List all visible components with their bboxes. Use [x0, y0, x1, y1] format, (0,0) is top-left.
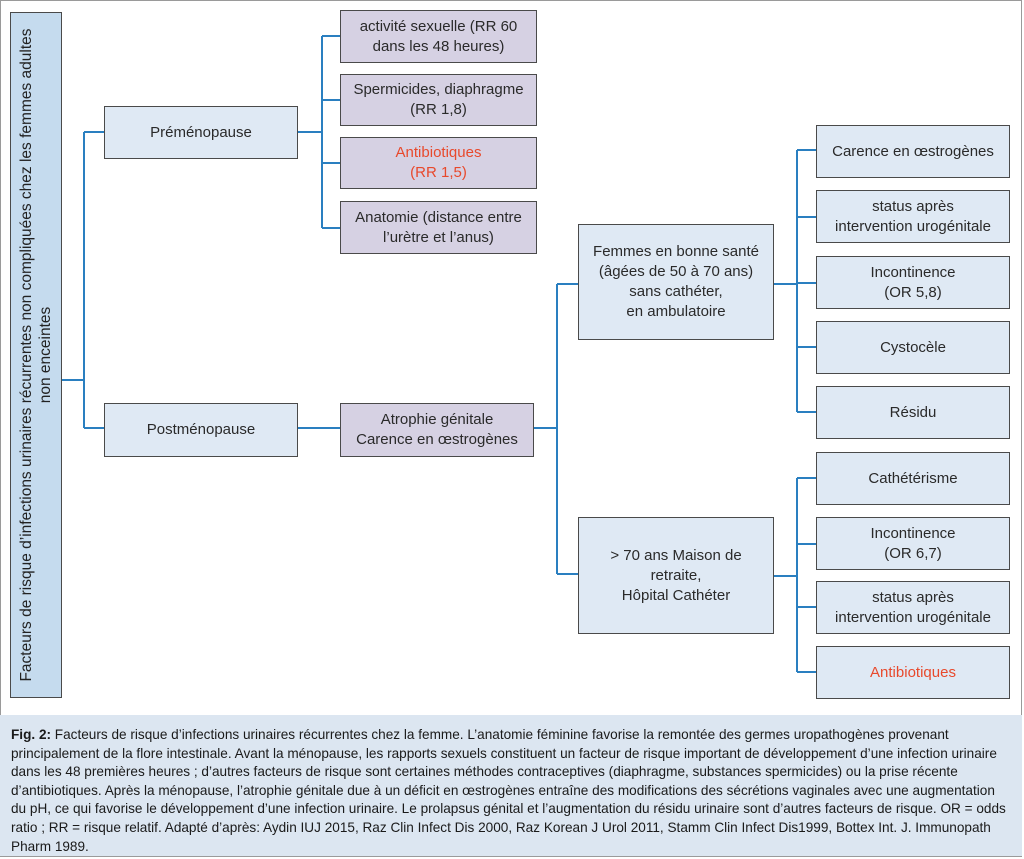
elderly-factor-label: Antibiotiques	[870, 663, 956, 681]
group-elderly-label: > 70 ans Maison de retraite, Hôpital Cat…	[610, 546, 742, 604]
elderly-factor-label: Incontinence (OR 6,7)	[870, 524, 956, 562]
premenopause-factor-label: Spermicides, diaphragme (RR 1,8)	[353, 81, 524, 118]
healthy-factor-residue: Résidu	[816, 386, 1010, 439]
healthy-factor-incontinence: Incontinence (OR 5,8)	[816, 256, 1010, 309]
premenopause-factor-anatomy: Anatomie (distance entre l’urètre et l’a…	[340, 201, 537, 254]
caption-background	[0, 715, 1022, 856]
connector-root	[62, 131, 104, 429]
elderly-factor-surgery: status après intervention urogénitale	[816, 581, 1010, 634]
root-risk-factors-box: Facteurs de risque d’infections urinaire…	[10, 12, 62, 698]
connector-premenopause	[298, 35, 340, 229]
premenopause-factor-label: activité sexuelle (RR 60 dans les 48 heu…	[359, 17, 518, 55]
elderly-factor-label: Cathétérisme	[868, 469, 958, 487]
caption-text: Facteurs de risque d’infections urinaire…	[11, 727, 1006, 854]
healthy-factor-label: Résidu	[889, 403, 937, 421]
atrophy-label: Atrophie génitale Carence en œstrogènes	[356, 411, 518, 448]
healthy-factor-surgery: status après intervention urogénitale	[816, 190, 1010, 243]
elderly-factor-label: status après intervention urogénitale	[835, 588, 991, 626]
caption-figure-label: Fig. 2:	[11, 727, 52, 742]
healthy-factor-label: Carence en œstrogènes	[832, 142, 994, 160]
postmenopause-label: Postménopause	[146, 421, 256, 438]
premenopause-label: Préménopause	[150, 123, 252, 141]
premenopause-factor-spermicides: Spermicides, diaphragme (RR 1,8)	[340, 74, 537, 126]
healthy-factor-cystocele: Cystocèle	[816, 321, 1010, 374]
postmenopause-box: Postménopause	[104, 403, 298, 457]
premenopause-factor-label: Anatomie (distance entre l’urètre et l’a…	[355, 208, 522, 246]
connector-atrophy	[534, 283, 578, 575]
group-healthy-label: Femmes en bonne santé (âgées de 50 à 70 …	[593, 243, 759, 320]
healthy-factor-label: Incontinence (OR 5,8)	[870, 263, 956, 301]
connector-healthy	[774, 149, 816, 413]
root-label: Facteurs de risque d’infections urinaire…	[18, 28, 54, 682]
elderly-factor-antibiotics: Antibiotiques	[816, 646, 1010, 699]
healthy-factor-label: Cystocèle	[880, 338, 946, 356]
group-healthy-box: Femmes en bonne santé (âgées de 50 à 70 …	[578, 224, 774, 340]
elderly-factor-incontinence: Incontinence (OR 6,7)	[816, 517, 1010, 570]
group-elderly-box: > 70 ans Maison de retraite, Hôpital Cat…	[578, 517, 774, 634]
connector-elderly	[774, 477, 816, 673]
premenopause-factor-label: Antibiotiques (RR 1,5)	[395, 144, 482, 181]
figure-caption: Fig. 2: Facteurs de risque d’infections …	[11, 726, 1013, 856]
premenopause-factor-sexual-activity: activité sexuelle (RR 60 dans les 48 heu…	[340, 10, 537, 63]
healthy-factor-estrogen: Carence en œstrogènes	[816, 125, 1010, 178]
premenopause-factor-antibiotics: Antibiotiques (RR 1,5)	[340, 137, 537, 189]
healthy-factor-label: status après intervention urogénitale	[835, 197, 991, 235]
premenopause-box: Préménopause	[104, 106, 298, 159]
atrophy-box: Atrophie génitale Carence en œstrogènes	[340, 403, 534, 457]
elderly-factor-catheterization: Cathétérisme	[816, 452, 1010, 505]
